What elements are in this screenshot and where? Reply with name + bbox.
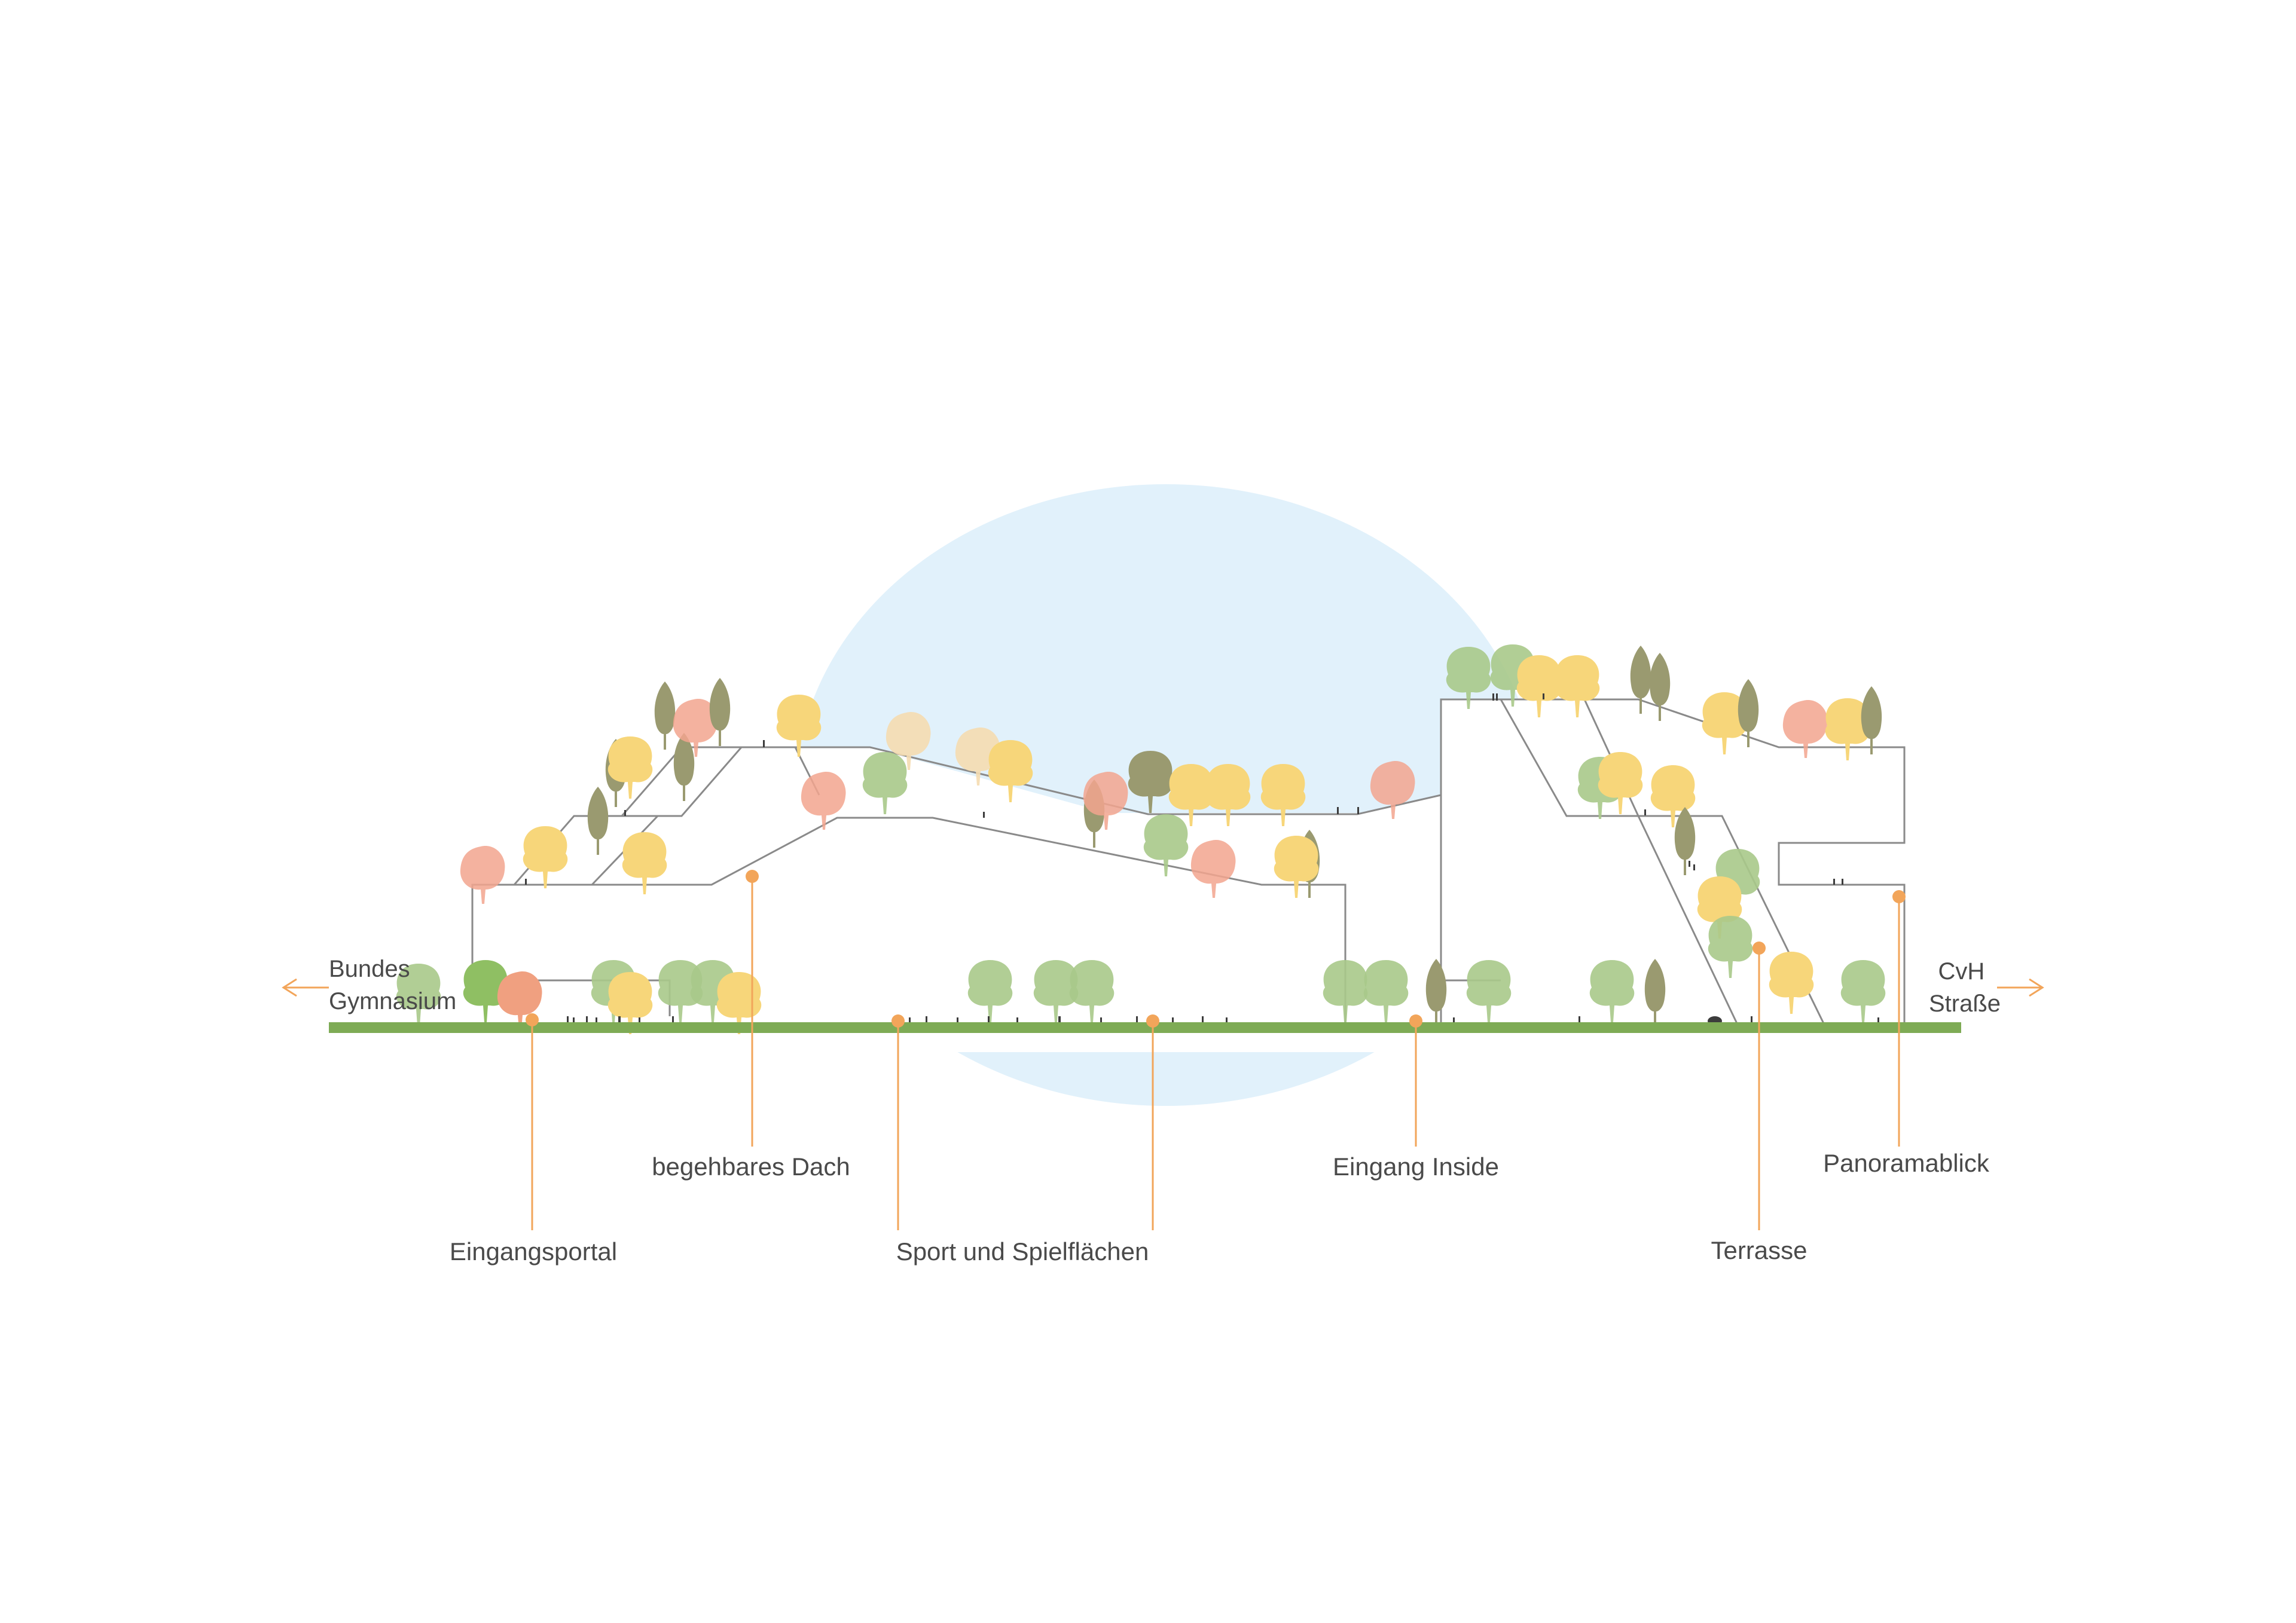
callout-eingangsportal: Eingangsportal [450,1237,617,1266]
callout-sport-spielflaechen: Sport und Spielflächen [896,1237,1149,1266]
left-arrow-icon [282,978,329,997]
callout-begehbares-dach: begehbares Dach [652,1153,850,1181]
callout-eingang-inside: Eingang Inside [1333,1153,1499,1181]
left-block-outline [471,817,1347,1023]
right-arrow-icon [1997,978,2044,997]
ground-line [329,1022,1961,1033]
right-tower-ramp-a [1500,699,1825,1024]
callout-panoramablick: Panoramablick [1823,1149,1990,1177]
side-label-right-line-2: Straße [1929,991,2001,1017]
side-label-left-line-2: Gymnasium [329,988,456,1014]
callout-leaders [531,876,1900,1230]
side-label-right: CvH Straße [1929,958,2001,1017]
side-label-left: Bundes Gymnasium [329,956,456,1014]
callout-terrasse: Terrasse [1711,1236,1807,1264]
side-label-left-line-1: Bundes [329,956,410,982]
callout-dots [526,870,1906,1028]
right-tower-ramp-b [1583,699,1738,1024]
side-label-right-line-1: CvH [1938,958,1985,985]
